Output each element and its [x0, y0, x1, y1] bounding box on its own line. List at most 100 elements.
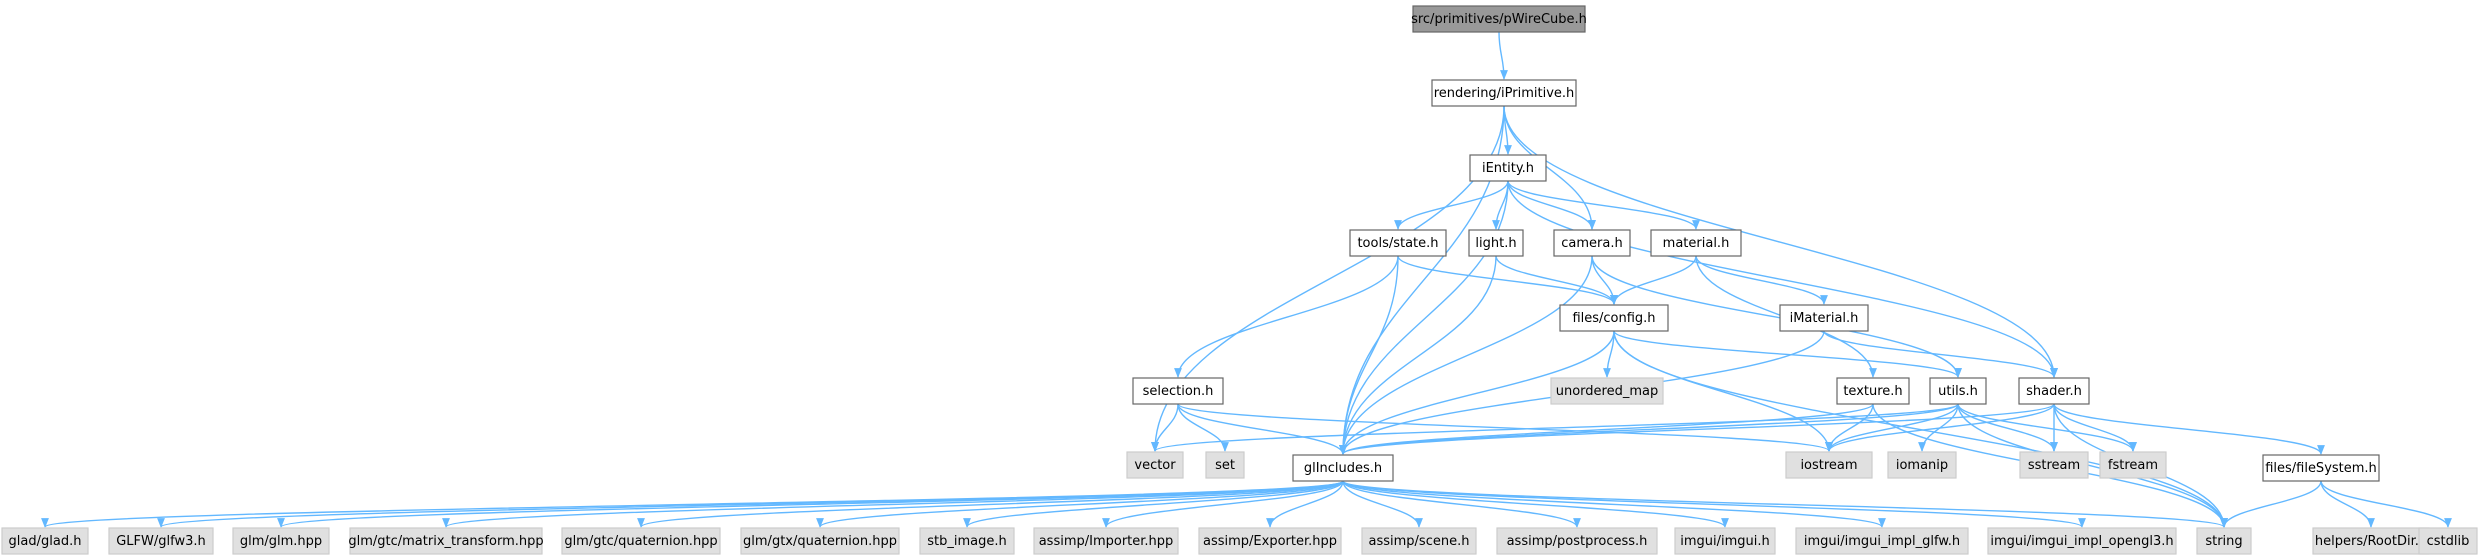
edge-iPrimitive-to-shader	[1503, 105, 2058, 378]
edge-shader-to-iostream	[1825, 403, 2055, 452]
node-scene: assimp/scene.h	[1361, 527, 1477, 555]
node-label: light.h	[1475, 236, 1516, 251]
edge-glIncludes-to-gtx_quaternion	[816, 480, 1344, 528]
node-label: files/fileSystem.h	[2265, 461, 2377, 476]
node-root[interactable]: src/primitives/pWireCube.h	[1411, 5, 1587, 33]
edge-state-to-config	[1397, 255, 1618, 305]
node-box	[108, 527, 214, 555]
node-set: set	[1205, 451, 1245, 479]
node-imgui_opengl3: imgui/imgui_impl_opengl3.h	[1987, 527, 2177, 555]
edge-utils-to-glIncludes	[1339, 403, 1959, 455]
edge-config-to-string	[1613, 330, 2228, 528]
edge-glIncludes-to-glad	[41, 480, 1344, 528]
edge-selection-to-set	[1177, 403, 1229, 452]
node-imgui: imgui/imgui.h	[1674, 527, 1776, 555]
node-label: stb_image.h	[927, 534, 1007, 549]
node-label: utils.h	[1938, 384, 1978, 399]
node-camera[interactable]: camera.h	[1553, 229, 1631, 257]
node-box	[2262, 454, 2380, 482]
edge-glIncludes-to-gtc_quaternion	[637, 480, 1344, 528]
edge-shader-to-glIncludes	[1339, 403, 2055, 455]
node-config[interactable]: files/config.h	[1559, 304, 1669, 332]
node-glfw: GLFW/glfw3.h	[108, 527, 214, 555]
node-iostream: iostream	[1785, 451, 1873, 479]
node-label: src/primitives/pWireCube.h	[1411, 12, 1587, 27]
node-unordered_map: unordered_map	[1550, 377, 1664, 405]
node-label: tools/state.h	[1357, 236, 1438, 251]
node-label: selection.h	[1143, 384, 1214, 399]
edge-light-to-glIncludes	[1339, 255, 1497, 455]
node-box	[2019, 451, 2089, 479]
edge-state-to-glIncludes	[1339, 255, 1399, 455]
node-glm: glm/glm.hpp	[232, 527, 330, 555]
node-gtc_quaternion: glm/gtc/quaternion.hpp	[561, 527, 721, 555]
node-fstream: fstream	[2099, 451, 2167, 479]
node-label: assimp/postprocess.h	[1507, 534, 1648, 549]
node-glad: glad/glad.h	[1, 527, 89, 555]
edge-iEntity-to-state	[1394, 180, 1509, 230]
node-light[interactable]: light.h	[1468, 229, 1524, 257]
node-box	[1887, 451, 1957, 479]
node-string: string	[2196, 527, 2252, 555]
node-fileSystem[interactable]: files/fileSystem.h	[2262, 454, 2380, 482]
edge-material-to-config	[1610, 255, 1697, 305]
node-label: glIncludes.h	[1304, 461, 1382, 476]
node-label: iostream	[1800, 458, 1857, 473]
edge-glIncludes-to-postprocess	[1342, 480, 1581, 528]
node-label: material.h	[1663, 236, 1730, 251]
node-box	[2196, 527, 2252, 555]
edge-utils-to-iostream	[1825, 403, 1959, 452]
node-box	[1987, 527, 2177, 555]
node-box	[2018, 377, 2090, 405]
edge-camera-to-utils	[1591, 255, 1962, 378]
node-utils[interactable]: utils.h	[1929, 377, 1987, 405]
node-box	[1412, 5, 1586, 33]
node-selection[interactable]: selection.h	[1132, 377, 1224, 405]
node-label: glm/gtc/matrix_transform.hpp	[348, 534, 543, 549]
node-label: set	[1215, 458, 1235, 473]
edge-fileSystem-to-string	[2220, 480, 2322, 528]
node-label: texture.h	[1843, 384, 1902, 399]
node-iPrimitive[interactable]: rendering/iPrimitive.h	[1431, 79, 1577, 107]
node-material[interactable]: material.h	[1650, 229, 1742, 257]
node-label: unordered_map	[1556, 384, 1659, 399]
node-shader[interactable]: shader.h	[2018, 377, 2090, 405]
node-box	[1785, 451, 1873, 479]
node-box	[1650, 229, 1742, 257]
node-texture[interactable]: texture.h	[1836, 377, 1910, 405]
node-box	[1550, 377, 1664, 405]
node-label: fstream	[2108, 458, 2158, 473]
node-box	[1469, 154, 1547, 182]
node-box	[1198, 527, 1342, 555]
node-box	[2099, 451, 2167, 479]
node-iEntity[interactable]: iEntity.h	[1469, 154, 1547, 182]
edge-glIncludes-to-imgui	[1342, 480, 1729, 528]
node-label: imgui/imgui_impl_opengl3.h	[1990, 534, 2173, 549]
node-gtx_quaternion: glm/gtx/quaternion.hpp	[740, 527, 900, 555]
node-box	[1496, 527, 1658, 555]
node-glIncludes[interactable]: glIncludes.h	[1292, 454, 1394, 482]
edge-selection-to-glIncludes	[1177, 403, 1347, 455]
node-iMaterial[interactable]: iMaterial.h	[1779, 304, 1869, 332]
node-label: glad/glad.h	[9, 534, 82, 549]
edge-iEntity-to-glIncludes	[1339, 180, 1509, 455]
node-box	[1, 527, 89, 555]
edge-iEntity-to-shader	[1507, 180, 2058, 378]
node-label: GLFW/glfw3.h	[116, 534, 206, 549]
edge-texture-to-glIncludes	[1339, 403, 1874, 455]
node-label: iomanip	[1896, 458, 1948, 473]
edge-glIncludes-to-glm	[277, 480, 1344, 528]
node-state[interactable]: tools/state.h	[1349, 229, 1447, 257]
node-box	[1836, 377, 1910, 405]
node-sstream: sstream	[2019, 451, 2089, 479]
edge-shader-to-fstream	[2053, 403, 2137, 452]
node-label: glm/gtx/quaternion.hpp	[743, 534, 897, 549]
node-box	[349, 527, 543, 555]
edge-glIncludes-to-string	[1342, 480, 2228, 528]
node-box	[1126, 451, 1184, 479]
node-box	[740, 527, 900, 555]
node-box	[1349, 229, 1447, 257]
node-box	[919, 527, 1015, 555]
node-postprocess: assimp/postprocess.h	[1496, 527, 1658, 555]
